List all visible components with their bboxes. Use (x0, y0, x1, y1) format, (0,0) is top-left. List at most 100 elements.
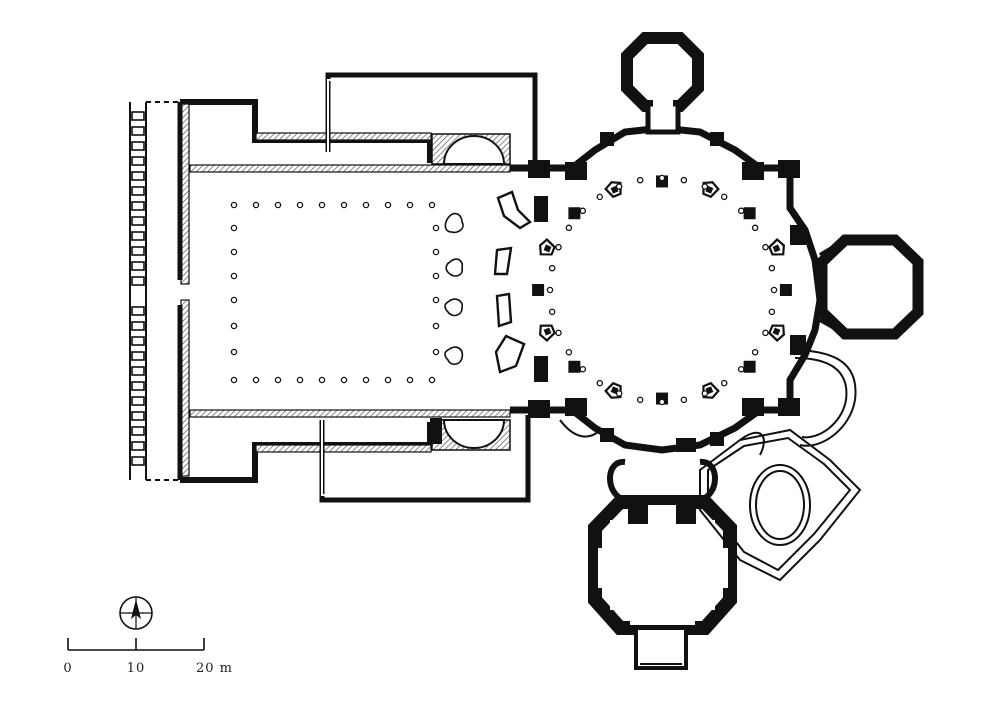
scale-label-0: 0 (63, 661, 72, 676)
rotunda-pier (539, 238, 556, 256)
colonnade-pier (131, 231, 145, 241)
rotunda-column (555, 243, 562, 251)
rotunda-column (720, 379, 728, 387)
rotunda-pier (539, 324, 556, 342)
atrium-column (318, 376, 326, 384)
colonnade-pier (131, 426, 145, 436)
colonnade-pier (131, 141, 145, 151)
rotunda-column (615, 390, 623, 397)
rotunda-pier (568, 360, 581, 373)
atrium-column (432, 348, 440, 356)
scale-label-10: 10 (127, 661, 146, 676)
colonnade-pier (131, 411, 145, 421)
colonnade-pier (131, 306, 145, 316)
atrium-column (432, 248, 440, 256)
atrium-column (230, 248, 238, 256)
rotunda-inner-piers (532, 175, 792, 405)
atrium-column (230, 376, 238, 384)
rotunda-column (579, 365, 587, 373)
atrium-column (384, 201, 392, 209)
atrium-column (296, 376, 304, 384)
atrium-column (340, 376, 348, 384)
north-arrow-compass-icon (119, 596, 153, 630)
atrium-column (230, 322, 238, 330)
rotunda-column (596, 379, 604, 387)
rotunda-pier (768, 324, 785, 342)
rotunda-inner-columns (546, 174, 778, 406)
atrium-column (432, 322, 440, 330)
rotunda-column (565, 348, 573, 356)
colonnade-pier (131, 336, 145, 346)
rotunda-column (737, 365, 745, 373)
atrium-column (428, 376, 436, 384)
rotunda-pier (743, 207, 756, 220)
colonnade-pier (131, 351, 145, 361)
scale-bar: 0 10 20 m (63, 638, 232, 676)
atrium-column (230, 296, 238, 304)
rotunda-column (658, 398, 666, 406)
southeast-annex (559, 349, 862, 582)
rotunda-column (720, 193, 728, 201)
rotunda-column (701, 390, 709, 397)
rotunda-pier (743, 360, 756, 373)
rotunda-column (762, 329, 769, 337)
rotunda-column (751, 348, 759, 356)
atrium-column (318, 201, 326, 209)
atrium-column (432, 224, 440, 232)
south-chapel (588, 459, 737, 670)
rotunda-pier-core (543, 244, 552, 253)
atrium-column (230, 272, 238, 280)
atrium-column (428, 201, 436, 209)
atrium-column (274, 201, 282, 209)
colonnade-pier (131, 261, 145, 271)
rotunda-column (555, 329, 562, 337)
colonnade-pier (131, 126, 145, 136)
rotunda-column (579, 207, 587, 215)
atrium-column (432, 272, 440, 280)
atrium-column (296, 201, 304, 209)
colonnade-pier (131, 201, 145, 211)
colonnade-pier (131, 441, 145, 451)
rotunda-pier-core (772, 327, 781, 336)
atrium-column (362, 376, 370, 384)
rotunda-column (770, 286, 778, 294)
rotunda-column (596, 193, 604, 201)
atrium-column (230, 348, 238, 356)
rotunda-column (548, 264, 556, 272)
atrium-column (252, 376, 260, 384)
rotunda-column (636, 396, 644, 404)
colonnade-pier (131, 186, 145, 196)
atrium-walls (177, 72, 538, 503)
colonnade-pier (131, 366, 145, 376)
colonnade-pier (131, 381, 145, 391)
rotunda-column (762, 243, 769, 251)
rotunda-column (751, 224, 759, 232)
east-chapel (816, 234, 924, 340)
narthex-colonnade (129, 101, 180, 481)
rotunda-column (615, 183, 623, 190)
rotunda-column (565, 224, 573, 232)
atrium-column (230, 201, 238, 209)
rotunda-pier-core (772, 244, 781, 253)
atrium-column (252, 201, 260, 209)
rotunda-column (680, 176, 688, 184)
colonnade-pier (131, 171, 145, 181)
rotunda-column (737, 207, 745, 215)
rotunda-pier (532, 284, 545, 296)
colonnade-pier (131, 396, 145, 406)
atrium-columns (230, 201, 440, 384)
rotunda-column (680, 396, 688, 404)
rotunda-column (768, 264, 776, 272)
rotunda-walls (510, 124, 824, 454)
atrium-column (340, 201, 348, 209)
rotunda-column (701, 183, 709, 190)
atrium-column (384, 376, 392, 384)
rotunda-column (636, 176, 644, 184)
atrium-column (230, 224, 238, 232)
rotunda-pier-core (543, 327, 552, 336)
atrium-column (274, 376, 282, 384)
colonnade-pier (131, 276, 145, 286)
atrium-column (406, 376, 414, 384)
atrium-column (432, 296, 440, 304)
